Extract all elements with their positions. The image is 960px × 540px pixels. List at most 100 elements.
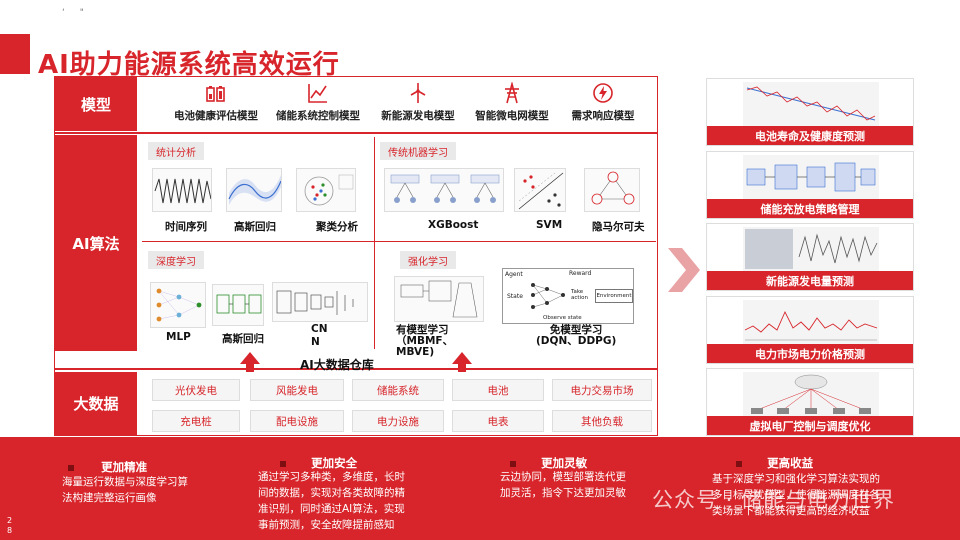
algo-label-model-based-rl: 有模型学习 （MBMF、 MBVE) bbox=[396, 325, 453, 358]
model-microgrid: 智能微电网模型 bbox=[462, 82, 562, 130]
model-storage-control: 储能系统控制模型 bbox=[268, 82, 368, 130]
ai-data-warehouse-label: AI大数据仓库 bbox=[300, 356, 374, 373]
benefit-text: 通过学习多种类，多维度，长时 间的数据，实现对各类故障的精 准识别，同时通过AI… bbox=[258, 469, 405, 533]
line-chart-icon bbox=[307, 82, 329, 104]
storage-strategy-diagram-thumbnail bbox=[743, 155, 879, 199]
model-label: 储能系统控制模型 bbox=[268, 108, 368, 123]
benefit-title: 更加安全 bbox=[311, 456, 357, 470]
data-cell-charging-pile: 充电桩 bbox=[152, 410, 240, 432]
rl-reward-label: Reward bbox=[569, 270, 591, 277]
lightning-icon bbox=[592, 82, 614, 104]
watermark: 公众号 · 储能与电力世界 bbox=[652, 484, 895, 514]
row-label-model: 模型 bbox=[55, 77, 137, 131]
algo-label-mlp: MLP bbox=[166, 331, 191, 343]
bullet-square bbox=[280, 461, 286, 467]
separator-model bbox=[55, 132, 657, 134]
result-card-renewable: 新能源发电量预测 bbox=[706, 223, 914, 291]
svm-thumbnail bbox=[514, 168, 566, 212]
xgboost-thumbnail bbox=[384, 168, 504, 212]
quadrant-divider-horizontal bbox=[142, 241, 656, 242]
result-caption: 虚拟电厂控制与调度优化 bbox=[707, 416, 913, 435]
model-label: 智能微电网模型 bbox=[462, 108, 562, 123]
model-battery-health: 电池健康评估模型 bbox=[166, 82, 266, 130]
rl-observe-label: Observe state bbox=[543, 315, 582, 321]
model-free-rl-diagram: Agent Reward State Take action Environme… bbox=[502, 268, 634, 324]
benefit-text: 云边协同，模型部署迭代更 加灵活，指令下达更加灵敏 bbox=[500, 469, 626, 501]
price-forecast-chart-thumbnail bbox=[743, 300, 879, 344]
renewable-forecast-chart-thumbnail bbox=[743, 227, 879, 271]
battery-icon bbox=[205, 82, 227, 104]
model-based-rl-thumbnail bbox=[394, 276, 484, 322]
result-card-storage: 储能充放电策略管理 bbox=[706, 151, 914, 219]
benefit-text: 海量运行数据与深度学习算 法构建完整运行画像 bbox=[62, 474, 188, 506]
wind-turbine-icon bbox=[407, 82, 429, 104]
result-card-battery: 电池寿命及健康度预测 bbox=[706, 78, 914, 146]
benefit-profit: 更高收益 bbox=[736, 452, 813, 471]
mlp-thumbnail bbox=[150, 282, 206, 328]
row-label-bigdata: 大数据 bbox=[55, 372, 137, 435]
clustering-thumbnail bbox=[296, 168, 356, 212]
vpp-network-thumbnail bbox=[743, 372, 879, 416]
data-cell-trading-market: 电力交易市场 bbox=[552, 379, 652, 401]
model-label: 电池健康评估模型 bbox=[166, 108, 266, 123]
model-renewable-generation: 新能源发电模型 bbox=[368, 82, 468, 130]
benefit-title: 更高收益 bbox=[767, 456, 813, 470]
data-cell-meter: 电表 bbox=[452, 410, 544, 432]
header-marks: ‘ " bbox=[62, 8, 90, 18]
algo-label-hmm: 隐马尔可夫 bbox=[592, 219, 645, 234]
algo-label-clustering: 聚类分析 bbox=[316, 219, 358, 234]
model-label: 需求响应模型 bbox=[553, 108, 653, 123]
dl-gaussian-thumbnail bbox=[212, 284, 264, 326]
result-card-price: 电力市场电力价格预测 bbox=[706, 296, 914, 364]
tag-deep-learning: 深度学习 bbox=[148, 251, 204, 269]
algo-label-dl-gaussian: 高斯回归 bbox=[222, 331, 264, 346]
result-caption: 电池寿命及健康度预测 bbox=[707, 126, 913, 145]
tag-traditional-ml: 传统机器学习 bbox=[380, 142, 456, 160]
hmm-thumbnail bbox=[584, 168, 640, 212]
tag-statistics: 统计分析 bbox=[148, 142, 204, 160]
gaussian-regression-thumbnail bbox=[226, 168, 282, 212]
data-cell-distribution: 配电设施 bbox=[250, 410, 344, 432]
data-cell-other-load: 其他负载 bbox=[552, 410, 652, 432]
battery-life-chart-thumbnail bbox=[743, 82, 879, 126]
data-cell-battery: 电池 bbox=[452, 379, 544, 401]
data-cell-storage: 储能系统 bbox=[352, 379, 444, 401]
result-caption: 储能充放电策略管理 bbox=[707, 199, 913, 218]
rl-state-label: State bbox=[507, 293, 523, 300]
data-cell-power-facility: 电力设施 bbox=[352, 410, 444, 432]
data-cell-wind: 风能发电 bbox=[250, 379, 344, 401]
data-cell-pv: 光伏发电 bbox=[152, 379, 240, 401]
algo-label-gaussian: 高斯回归 bbox=[234, 219, 276, 234]
model-demand-response: 需求响应模型 bbox=[553, 82, 653, 130]
rl-environment-box: Environment bbox=[595, 289, 633, 303]
up-arrow-left bbox=[240, 352, 260, 372]
bullet-square bbox=[510, 461, 516, 467]
model-label: 新能源发电模型 bbox=[368, 108, 468, 123]
benefit-title: 更加灵敏 bbox=[541, 456, 587, 470]
algo-label-model-free-rl: 免模型学习 (DQN、DDPG) bbox=[536, 325, 616, 347]
result-card-vpp: 虚拟电厂控制与调度优化 bbox=[706, 368, 914, 436]
rl-agent-label: Agent bbox=[505, 271, 523, 278]
algo-label-cnn: CN N bbox=[311, 323, 328, 349]
cnn-thumbnail bbox=[272, 282, 368, 322]
bullet-square bbox=[68, 465, 74, 471]
rl-take-action-label: Take action bbox=[571, 289, 593, 301]
up-arrow-right bbox=[452, 352, 472, 372]
algo-label-timeseries: 时间序列 bbox=[165, 219, 207, 234]
benefit-title: 更加精准 bbox=[101, 460, 147, 474]
quadrant-divider-vertical bbox=[374, 137, 375, 349]
result-caption: 新能源发电量预测 bbox=[707, 271, 913, 290]
algo-label-svm: SVM bbox=[536, 219, 562, 231]
title-accent-bar bbox=[0, 34, 30, 74]
bullet-square bbox=[736, 461, 742, 467]
row-label-algorithm: AI算法 bbox=[55, 135, 137, 351]
benefit-precise: 更加精准 bbox=[68, 456, 147, 475]
tag-reinforcement-learning: 强化学习 bbox=[400, 251, 456, 269]
page-number: 28 bbox=[7, 516, 13, 536]
result-caption: 电力市场电力价格预测 bbox=[707, 344, 913, 363]
timeseries-thumbnail bbox=[152, 168, 212, 212]
algo-label-xgboost: XGBoost bbox=[428, 219, 478, 231]
right-arrow-icon bbox=[668, 248, 700, 292]
rl-network-icon bbox=[529, 279, 567, 313]
transmission-tower-icon bbox=[501, 82, 523, 104]
